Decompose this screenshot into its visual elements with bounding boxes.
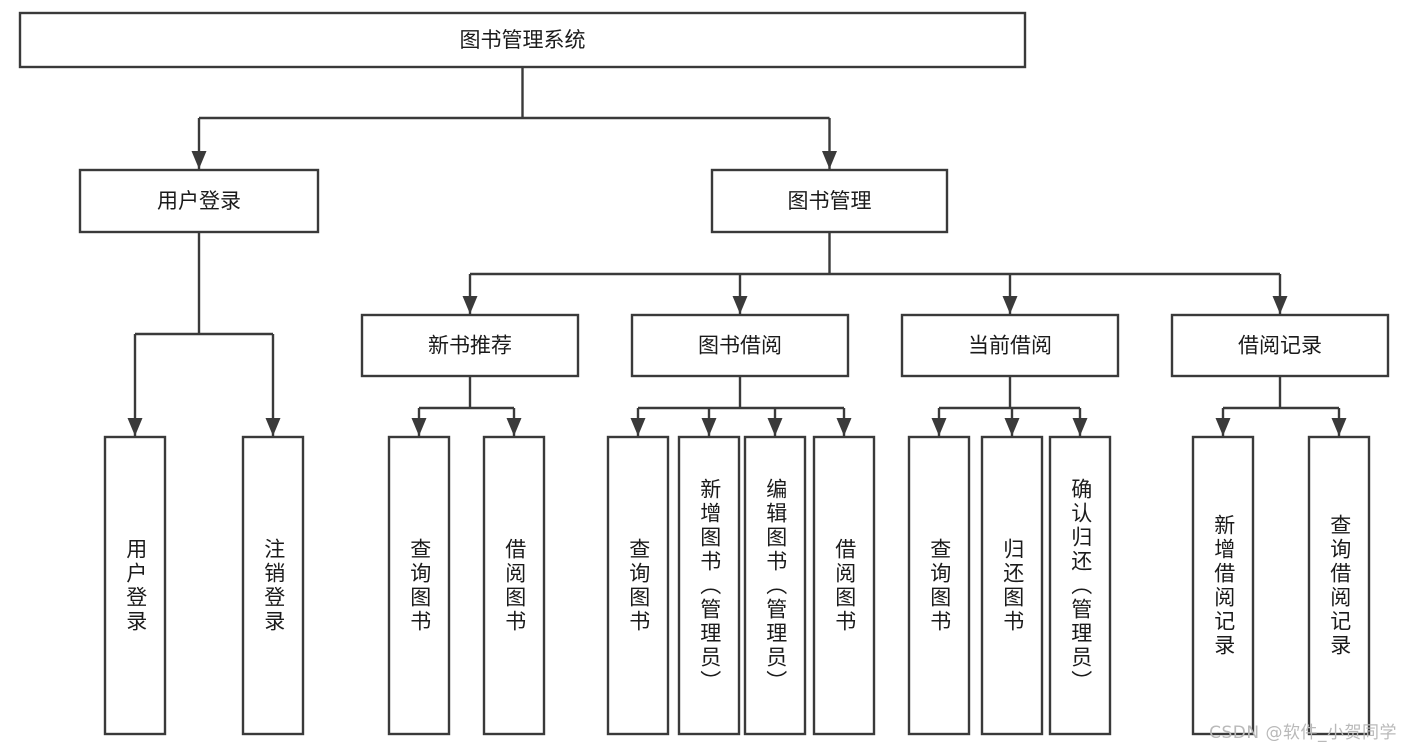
arrow-head-icon [462,296,478,314]
leaf-node-11[interactable] [1191,435,1255,736]
leaf-node-rect [241,435,305,736]
leaf-node-rect [743,435,807,736]
root-node-0[interactable]: 图书管理系统 [18,11,1027,69]
level2-node-2[interactable]: 当前借阅 [900,313,1120,378]
arrow-head-icon [506,418,522,436]
leaf-node-rect [387,435,451,736]
level2-node-label: 借阅记录 [1238,334,1322,358]
arrow-head-icon [822,151,837,169]
leaf-node-5[interactable] [677,435,741,736]
leaf-node-9[interactable] [980,435,1044,736]
level2-node-label: 当前借阅 [968,334,1052,358]
level2-node-rect [360,313,580,378]
level1-node-1[interactable]: 图书管理 [710,168,949,234]
level1-node-0[interactable]: 用户登录 [78,168,320,234]
leaf-node-8[interactable] [907,435,971,736]
level2-node-label: 图书借阅 [698,334,782,358]
arrow-head-icon [767,418,783,436]
arrow-head-icon [1331,418,1347,436]
arrow-head-icon [1072,418,1088,436]
arrow-head-icon [732,296,748,314]
level1-node-rect [710,168,949,234]
level1-node-rect [78,168,320,234]
arrow-head-icon [265,418,281,436]
leaf-node-7[interactable] [812,435,876,736]
leaf-node-rect [1191,435,1255,736]
leaf-node-10[interactable] [1048,435,1112,736]
leaf-node-3[interactable] [482,435,546,736]
arrow-head-icon [701,418,717,436]
level2-node-rect [1170,313,1390,378]
level2-node-1[interactable]: 图书借阅 [630,313,850,378]
arrow-head-icon [411,418,427,436]
level1-node-label: 图书管理 [788,189,872,213]
leaf-node-rect [812,435,876,736]
arrow-head-icon [630,418,646,436]
leaf-node-0[interactable] [103,435,167,736]
leaf-node-rect [980,435,1044,736]
leaf-node-rect [1307,435,1371,736]
level2-node-3[interactable]: 借阅记录 [1170,313,1390,378]
leaf-node-12[interactable] [1307,435,1371,736]
leaf-node-4[interactable] [606,435,670,736]
root-node-rect [18,11,1027,69]
arrow-head-icon [1004,418,1020,436]
arrow-head-icon [836,418,852,436]
leaf-node-rect [1048,435,1112,736]
arrow-head-icon [931,418,947,436]
level2-node-rect [900,313,1120,378]
level1-node-label: 用户登录 [157,189,241,213]
arrow-head-icon [1272,296,1288,314]
leaf-node-rect [907,435,971,736]
arrow-head-icon [191,151,207,169]
root-node-label: 图书管理系统 [460,28,586,52]
level2-node-rect [630,313,850,378]
level2-node-label: 新书推荐 [428,334,512,358]
leaf-node-rect [482,435,546,736]
connectors-layer [127,67,1347,436]
leaf-node-rect [103,435,167,736]
arrow-head-icon [1002,296,1018,314]
leaf-node-rect [606,435,670,736]
leaf-node-2[interactable] [387,435,451,736]
csdn-watermark: CSDN @软件_小贺同学 [1209,723,1397,743]
leaf-node-6[interactable] [743,435,807,736]
arrow-head-icon [1215,418,1231,436]
leaf-node-rect [677,435,741,736]
leaf-node-1[interactable] [241,435,305,736]
arrow-head-icon [127,418,143,436]
level2-node-0[interactable]: 新书推荐 [360,313,580,378]
